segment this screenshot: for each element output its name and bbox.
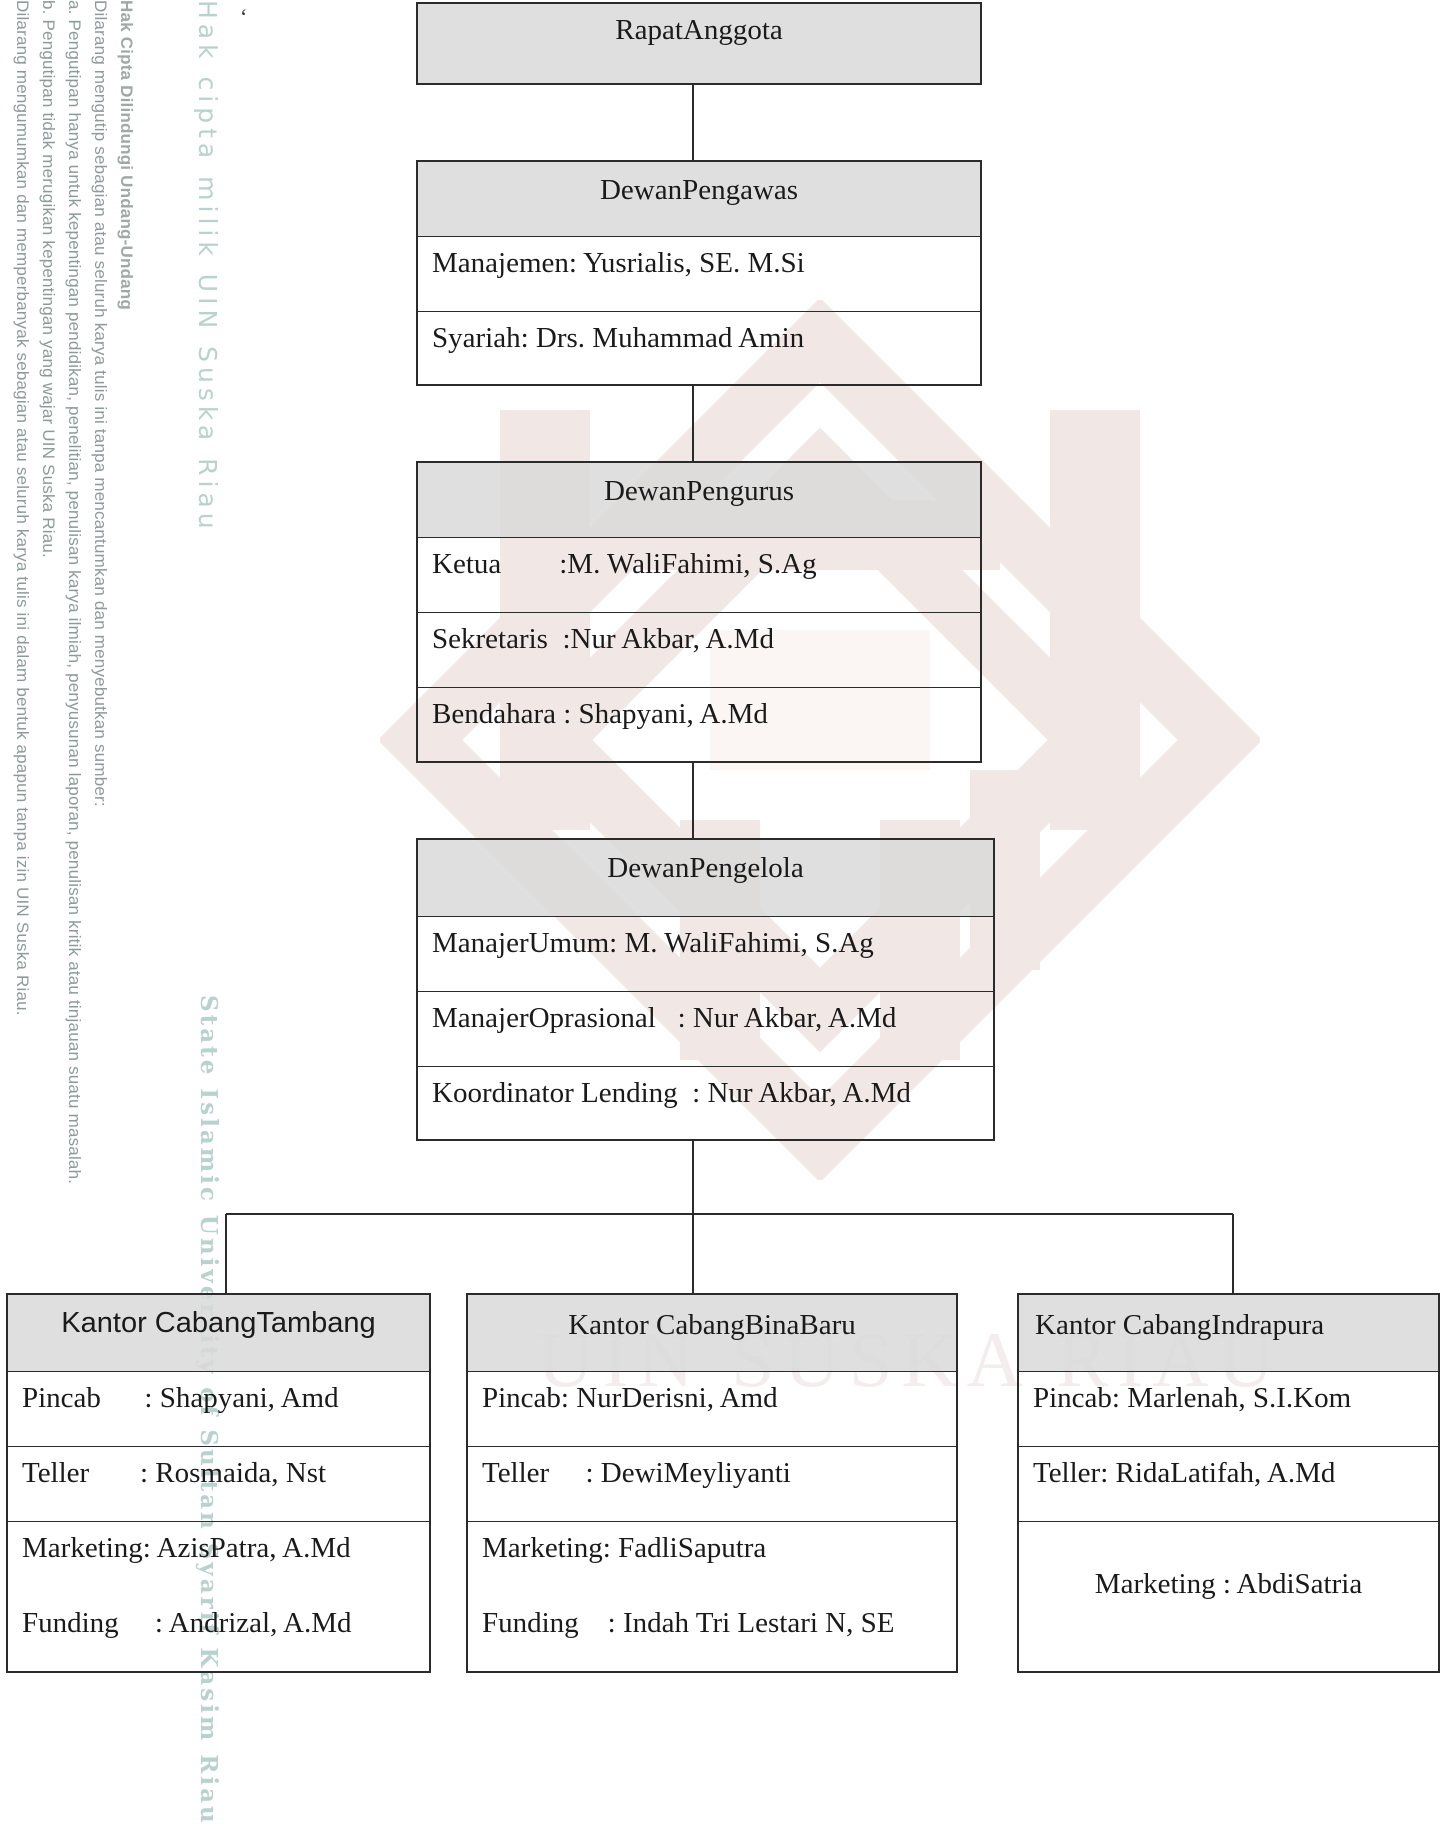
indrapura-row-pincab: Pincab: Marlenah, S.I.Kom (1019, 1372, 1438, 1447)
pengelola-row-koordinator-lending: Koordinator Lending : Nur Akbar, A.Md (432, 1077, 911, 1109)
binabaru-row-funding: Funding : Indah Tri Lestari N, SE (482, 1607, 895, 1639)
pengurus-row-ketua: Ketua :M. WaliFahimi, S.Ag (418, 538, 980, 613)
indrapura-row-marketing: Marketing : AbdiSatria (1094, 1567, 1363, 1600)
rapat-anggota-title: RapatAnggota (418, 4, 980, 83)
dewan-pengelola-title: DewanPengelola (418, 840, 993, 917)
org-chart: RapatAnggota DewanPengawas Manajemen: Yu… (6, 2, 1440, 1673)
dewan-pengurus-title: DewanPengurus (418, 463, 980, 538)
pengelola-row-manajer-oprasional: ManajerOprasional : Nur Akbar, A.Md (418, 992, 993, 1067)
pengurus-row-sekretaris: Sekretaris :Nur Akbar, A.Md (418, 613, 980, 688)
tambang-title: Kantor CabangTambang (8, 1295, 429, 1372)
indrapura-title: Kantor CabangIndrapura (1019, 1295, 1438, 1372)
kantor-cabang-binabaru-box: Kantor CabangBinaBaru Pincab: NurDerisni… (466, 1293, 958, 1673)
binabaru-row-teller: Teller : DewiMeyliyanti (468, 1447, 956, 1522)
dewan-pengawas-box: DewanPengawas Manajemen: Yusrialis, SE. … (416, 160, 982, 386)
kantor-cabang-tambang-box: Kantor CabangTambang Pincab : Shapyani, … (6, 1293, 431, 1673)
rapat-anggota-box: RapatAnggota (416, 2, 982, 85)
pengelola-row-manajer-umum: ManajerUmum: M. WaliFahimi, S.Ag (418, 917, 993, 992)
indrapura-row-teller: Teller: RidaLatifah, A.Md (1019, 1447, 1438, 1522)
binabaru-row-marketing: Marketing: FadliSaputra (482, 1532, 767, 1564)
tambang-row-funding: Funding : Andrizal, A.Md (22, 1607, 352, 1639)
binabaru-row-pincab: Pincab: NurDerisni, Amd (468, 1372, 956, 1447)
binabaru-title: Kantor CabangBinaBaru (468, 1295, 956, 1372)
tambang-row-pincab: Pincab : Shapyani, Amd (8, 1372, 429, 1447)
stray-mark: ‘ (240, 4, 248, 29)
dewan-pengawas-title: DewanPengawas (418, 162, 980, 237)
tambang-row-teller: Teller : Rosmaida, Nst (8, 1447, 429, 1522)
pengawas-row-syariah: Syariah: Drs. Muhammad Amin (432, 322, 805, 354)
pengawas-row-manajemen: Manajemen: Yusrialis, SE. M.Si (418, 237, 980, 312)
tambang-row-marketing: Marketing: AzisPatra, A.Md (22, 1532, 351, 1564)
pengurus-row-bendahara: Bendahara : Shapyani, A.Md (432, 698, 768, 730)
dewan-pengurus-box: DewanPengurus Ketua :M. WaliFahimi, S.Ag… (416, 461, 982, 763)
dewan-pengelola-box: DewanPengelola ManajerUmum: M. WaliFahim… (416, 838, 995, 1141)
kantor-cabang-indrapura-box: Kantor CabangIndrapura Pincab: Marlenah,… (1017, 1293, 1440, 1673)
